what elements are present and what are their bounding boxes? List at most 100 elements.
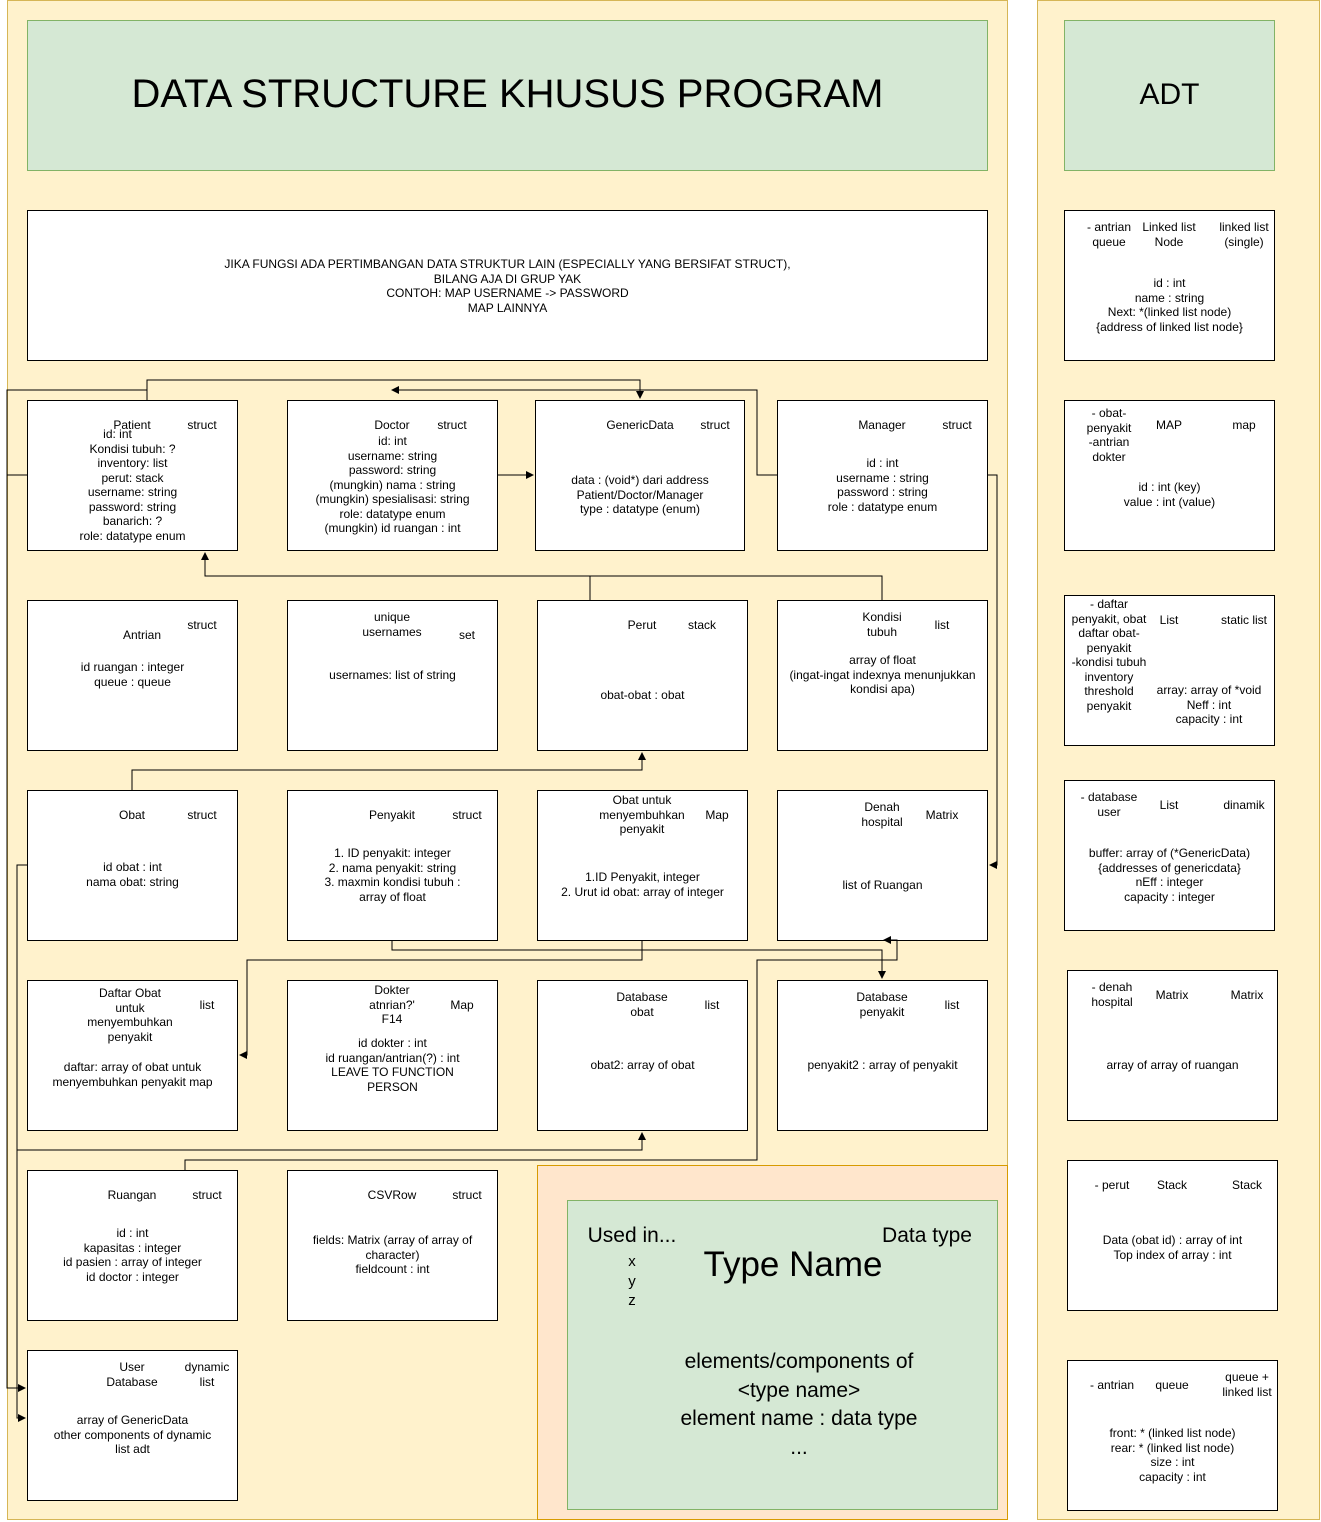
- adt-matrix-fields: array of array of ruangan: [1106, 1058, 1239, 1072]
- obat-untuk-name: Obat untuk menyembuhkan penyakit: [599, 793, 685, 836]
- adt-map-type: map: [1232, 418, 1256, 432]
- adt-stack-box: [1067, 1160, 1278, 1311]
- adt-dynamic-list-box: [1064, 780, 1275, 931]
- adt-title-box: [1064, 20, 1275, 171]
- adt-map-fields: id : int (key) value : int (value): [1123, 480, 1216, 509]
- adt-dynamic-list-type: dinamik: [1223, 798, 1265, 812]
- adt-queue-box: [1067, 1360, 1278, 1511]
- adt-matrix-name: Matrix: [1155, 988, 1189, 1002]
- antrian-kind: struct: [187, 618, 217, 632]
- adt-stack-used: - perut: [1094, 1178, 1130, 1192]
- adt-dynamic-list-used: - database user: [1080, 790, 1138, 819]
- adt-linked-list-used: - antrian queue: [1086, 220, 1132, 249]
- kondisi-tubuh-box: [777, 600, 988, 751]
- unique-usernames-fields: usernames: list of string: [329, 668, 456, 682]
- adt-stack-fields: Data (obat id) : array of int Top index …: [1102, 1233, 1243, 1262]
- note-box: [27, 210, 988, 361]
- obat-untuk-fields: 1.ID Penyakit, integer 2. Urut id obat: …: [561, 870, 724, 899]
- database-obat-kind: list: [704, 998, 720, 1012]
- legend-box: [567, 1200, 998, 1510]
- unique-usernames-box: [287, 600, 498, 751]
- adt-title: ADT: [1139, 78, 1200, 111]
- adt-dynamic-list-fields: buffer: array of (*GenericData) {address…: [1088, 846, 1251, 904]
- dokter-antrian-fields: id dokter : int id ruangan/antrian(?) : …: [325, 1036, 460, 1094]
- adt-map-name: MAP: [1155, 418, 1182, 432]
- perut-kind: stack: [687, 618, 716, 632]
- obat-fields: id obat : int nama obat: string: [86, 860, 179, 889]
- user-database-fields: array of GenericData other components of…: [53, 1413, 212, 1456]
- patient-kind: struct: [187, 418, 217, 432]
- adt-linked-list-type: linked list (single): [1219, 220, 1269, 249]
- adt-dynamic-list-name: List: [1159, 798, 1179, 812]
- csvrow-name: CSVRow: [367, 1188, 417, 1202]
- ruangan-box: [27, 1170, 238, 1321]
- page-title: DATA STRUCTURE KHUSUS PROGRAM: [131, 72, 884, 116]
- antrian-box: [27, 600, 238, 751]
- denah-kind: Matrix: [925, 808, 959, 822]
- adt-linked-list-name: Linked list Node: [1142, 220, 1196, 249]
- adt-queue-used: - antrian: [1089, 1378, 1135, 1392]
- patient-fields: id: int Kondisi tubuh: ? inventory: list…: [79, 427, 186, 543]
- perut-name: Perut: [627, 618, 657, 632]
- perut-fields: obat-obat : obat: [600, 688, 685, 702]
- adt-map-used: - obat- penyakit -antrian dokter: [1086, 406, 1132, 464]
- csvrow-fields: fields: Matrix (array of array of charac…: [312, 1233, 473, 1276]
- csvrow-box: [287, 1170, 498, 1321]
- manager-kind: struct: [942, 418, 972, 432]
- denah-box: [777, 790, 988, 941]
- dokter-antrian-name: Dokter atnrian?' F14: [369, 983, 415, 1026]
- denah-name: Denah hospital: [861, 800, 903, 829]
- adt-static-list-box: [1064, 595, 1275, 746]
- adt-matrix-box: [1067, 970, 1278, 1121]
- daftar-obat-kind: list: [199, 998, 215, 1012]
- daftar-obat-fields: daftar: array of obat untuk menyembuhkan…: [52, 1060, 213, 1089]
- manager-fields: id : int username : string password : st…: [827, 456, 938, 514]
- doctor-name: Doctor: [374, 418, 410, 432]
- adt-static-list-type: static list: [1220, 613, 1267, 627]
- kondisi-tubuh-fields: array of float (ingat-ingat indexnya men…: [789, 653, 976, 696]
- user-database-name: User Database: [106, 1360, 158, 1389]
- legend-used-in: Used in...: [587, 1224, 677, 1247]
- adt-static-list-name: List: [1159, 613, 1179, 627]
- adt-linked-list-box: [1064, 210, 1275, 361]
- ruangan-kind: struct: [192, 1188, 222, 1202]
- ruangan-name: Ruangan: [107, 1188, 157, 1202]
- adt-matrix-used: - denah hospital: [1091, 980, 1133, 1009]
- obat-kind: struct: [187, 808, 217, 822]
- legend-used-items: x y z: [628, 1253, 636, 1309]
- dokter-antrian-kind: Map: [450, 998, 474, 1012]
- manager-box: [777, 400, 988, 551]
- adt-map-box: [1064, 400, 1275, 551]
- kondisi-tubuh-name: Kondisi tubuh: [862, 610, 902, 639]
- adt-queue-name: queue: [1155, 1378, 1189, 1392]
- database-obat-name: Database obat: [616, 990, 668, 1019]
- kondisi-tubuh-kind: list: [934, 618, 950, 632]
- adt-queue-type: queue + linked list: [1222, 1370, 1272, 1399]
- penyakit-fields: 1. ID penyakit: integer 2. nama penyakit…: [324, 846, 461, 904]
- doctor-fields: id: int username: string password: strin…: [315, 434, 470, 535]
- penyakit-name: Penyakit: [368, 808, 416, 822]
- adt-linked-list-fields: id : int name : string Next: *(linked li…: [1096, 276, 1243, 334]
- legend-data-type: Data type: [882, 1224, 972, 1247]
- denah-fields: list of Ruangan: [842, 878, 923, 892]
- unique-usernames-kind: set: [458, 628, 475, 642]
- adt-matrix-type: Matrix: [1230, 988, 1264, 1002]
- genericdata-name: GenericData: [606, 418, 674, 432]
- ruangan-fields: id : int kapasitas : integer id pasien :…: [63, 1226, 202, 1284]
- main-title-box: [27, 20, 988, 171]
- doctor-kind: struct: [437, 418, 467, 432]
- genericdata-kind: struct: [700, 418, 730, 432]
- adt-stack-type: Stack: [1231, 1178, 1262, 1192]
- perut-box: [537, 600, 748, 751]
- penyakit-kind: struct: [452, 808, 482, 822]
- adt-stack-name: Stack: [1156, 1178, 1187, 1192]
- unique-usernames-name: unique usernames: [362, 610, 422, 639]
- adt-static-list-used: - daftar penyakit, obat daftar obat- pen…: [1071, 597, 1147, 713]
- database-penyakit-kind: list: [944, 998, 960, 1012]
- user-database-kind: dynamic list: [184, 1360, 230, 1389]
- adt-static-list-fields: array: array of *void Neff : int capacit…: [1156, 683, 1262, 726]
- database-obat-fields: obat2: array of obat: [590, 1058, 695, 1072]
- csvrow-kind: struct: [452, 1188, 482, 1202]
- legend-body: elements/components of <type name> eleme…: [680, 1350, 918, 1459]
- obat-untuk-kind: Map: [705, 808, 729, 822]
